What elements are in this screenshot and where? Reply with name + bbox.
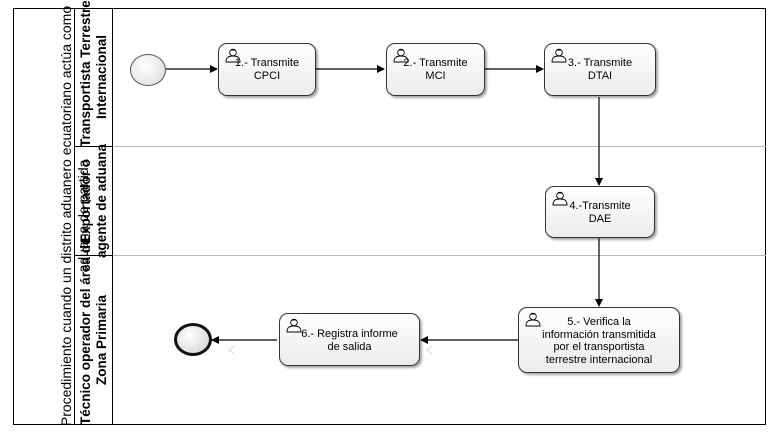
task-label: 4.-Transmite DAE bbox=[546, 200, 654, 225]
task-label: 2.- Transmite MCI bbox=[387, 57, 484, 82]
user-icon bbox=[525, 312, 541, 327]
task-label: 1.- Transmite CPCI bbox=[219, 57, 315, 82]
task-transmite-dtai[interactable]: 3.- Transmite DTAI bbox=[544, 43, 656, 96]
task-label-line1: 1.- Transmite bbox=[234, 57, 300, 69]
pool-header: Procedimiento cuando un distrito aduaner… bbox=[13, 6, 91, 426]
task-verifica-informacion[interactable]: 5.- Verifica la información transmitida … bbox=[518, 307, 680, 373]
task-label-line2: DAE bbox=[588, 212, 612, 225]
user-icon bbox=[225, 48, 241, 63]
task-label-line2: de salida bbox=[327, 340, 372, 353]
task-transmite-dae[interactable]: 4.-Transmite DAE bbox=[545, 186, 655, 238]
task-label-line3: por el transportista bbox=[553, 341, 645, 353]
end-event-icon[interactable] bbox=[174, 323, 212, 356]
lane-header-tecnico: Técnico operador del área de Zona Primar… bbox=[75, 237, 113, 425]
task-label: 5.- Verifica la información transmitida … bbox=[519, 316, 679, 366]
task-label-line2: información transmitida bbox=[542, 328, 656, 341]
user-icon bbox=[393, 48, 409, 63]
task-label-line2: DTAI bbox=[587, 69, 613, 82]
task-label-line2: CPCI bbox=[253, 69, 281, 82]
lane-header-exportador: Exportador o agente de aduana bbox=[75, 144, 113, 258]
task-transmite-mci[interactable]: 2.- Transmite MCI bbox=[386, 43, 485, 96]
lane-header-transportista: Transportista Terrestre Internacional bbox=[75, 0, 113, 147]
task-label-line4: terrestre internacional bbox=[545, 353, 653, 366]
task-label-line1: 4.-Transmite bbox=[569, 200, 631, 212]
lane-divider-2 bbox=[75, 255, 113, 256]
task-label: 6.- Registra informe de salida bbox=[280, 328, 419, 353]
start-event-icon[interactable] bbox=[130, 54, 166, 86]
user-icon bbox=[551, 48, 567, 63]
lane-divider-1 bbox=[75, 146, 113, 147]
lane-divider-2-body bbox=[113, 255, 766, 256]
task-transmite-cpci[interactable]: 1.- Transmite CPCI bbox=[218, 43, 316, 96]
sequence-flows bbox=[166, 65, 603, 355]
lane-divider-1-body bbox=[113, 146, 766, 147]
task-label-line1: 6.- Registra informe bbox=[301, 328, 398, 340]
task-label-line1: 5.- Verifica la bbox=[567, 316, 631, 328]
task-label-line1: 3.- Transmite bbox=[567, 57, 633, 69]
task-label-line2: MCI bbox=[425, 69, 446, 82]
task-label-line1: 2.- Transmite bbox=[403, 57, 468, 69]
task-label: 3.- Transmite DTAI bbox=[545, 57, 655, 82]
user-icon bbox=[286, 318, 302, 333]
user-icon bbox=[552, 191, 568, 206]
task-registra-informe[interactable]: 6.- Registra informe de salida bbox=[279, 313, 420, 366]
